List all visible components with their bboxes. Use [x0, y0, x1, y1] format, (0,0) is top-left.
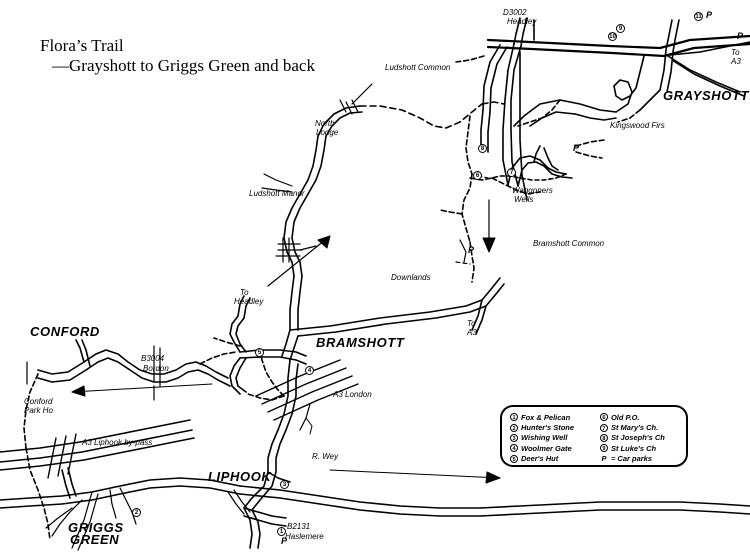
map-marker-5[interactable]: 5: [255, 348, 264, 357]
road-label-d3002: D3002: [503, 8, 527, 17]
place-label-waggoners: Waggoners: [512, 186, 553, 195]
town-label-green: GREEN: [70, 532, 120, 547]
legend-item-st-marys-ch: 7 St Mary's Ch.: [599, 422, 686, 433]
title-line-2: —Grayshott to Griggs Green and back: [52, 56, 315, 75]
place-label-kingswood-firs: Kingswood Firs: [610, 121, 665, 130]
map-marker-7[interactable]: 7: [507, 168, 516, 177]
legend-item-wishing-well: 3 Wishing Well: [510, 433, 600, 443]
legend-item-st-lukes-ch: 9 St Luke's Ch: [599, 443, 686, 453]
legend-item-st-josephs-ch: 8 St Joseph's Ch: [599, 433, 686, 443]
place-label-park-ho: Park Ho: [24, 406, 53, 415]
town-label-griggs: GRIGGS: [68, 520, 124, 535]
legend-label-2: Hunter's Stone: [521, 423, 575, 433]
car-park-symbol-bramshott-common: P: [468, 245, 475, 255]
legend-item-hunters-stone: 2 Hunter's Stone: [510, 422, 600, 432]
legend-label-3: Wishing Well: [521, 433, 568, 443]
map-marker-2[interactable]: 2: [132, 508, 141, 517]
map-marker-10[interactable]: 10: [608, 32, 617, 41]
road-label-bordon: Bordon: [143, 364, 169, 373]
map-marker-8[interactable]: 8: [478, 144, 487, 153]
road-label-a3-bypass: A3 Liphook by-pass: [82, 438, 153, 447]
map-marker-1[interactable]: 1: [277, 527, 286, 536]
place-label-ludshott-common: Ludshott Common: [385, 63, 451, 72]
legend-item-old-po: 6 Old P.O.: [599, 412, 686, 422]
car-park-symbol-waggoners: P: [573, 143, 580, 153]
legend-item-woolmer-gate: 4 Woolmer Gate: [510, 443, 600, 453]
legend-label-7: St Mary's Ch.: [610, 423, 659, 433]
legend-marker-3: 3: [510, 433, 518, 442]
legend-item-fox-and-pelican: 1 Fox & Pelican: [510, 412, 600, 422]
map-marker-9[interactable]: 9: [616, 24, 625, 33]
road-label-to-headley: To: [240, 288, 249, 297]
road-label-to-a3: To: [467, 319, 476, 328]
legend-item-deers-hut: 5 Deer's Hut: [510, 454, 600, 464]
legend-label-4: Woolmer Gate: [521, 443, 572, 453]
place-label-lodge: Lodge: [316, 128, 339, 137]
legend-column-left: 1 Fox & Pelican 2 Hunter's Stone 3 Wishi…: [510, 412, 600, 465]
town-label-bramshott: BRAMSHOTT: [316, 335, 405, 350]
road-label-a3-top: A3: [731, 57, 741, 66]
road-label-b2131: B2131: [287, 522, 311, 531]
legend-marker-1: 1: [510, 413, 518, 422]
legend-marker-car-park: P: [601, 453, 607, 463]
place-label-conford-park: Conford: [24, 397, 53, 406]
place-label-wells: Wells: [514, 195, 534, 204]
road-label-b3004: B3004: [141, 354, 165, 363]
legend-column-right: 6 Old P.O. 7 St Mary's Ch. 8 St Joseph's…: [599, 412, 686, 465]
map-marker-6[interactable]: 6: [473, 171, 482, 180]
town-label-conford: CONFORD: [30, 324, 100, 339]
road-label-to-top: To: [731, 48, 740, 57]
car-park-symbol-grayshott-north: P: [706, 10, 713, 20]
legend-label-5: Deer's Hut: [521, 454, 559, 464]
legend-label-1: Fox & Pelican: [521, 412, 571, 422]
legend-box: 1 Fox & Pelican 2 Hunter's Stone 3 Wishi…: [500, 405, 688, 467]
place-label-bramshott-common: Bramshott Common: [533, 239, 605, 248]
legend-marker-6: 6: [599, 413, 608, 422]
road-label-headley-top: Headley: [507, 17, 537, 26]
legend-label-car-parks: = Car parks: [610, 454, 653, 464]
legend-item-car-parks: P = Car parks: [600, 454, 686, 464]
title-line-1: Flora’s Trail: [40, 36, 124, 55]
legend-marker-8: 8: [599, 433, 608, 442]
car-park-symbol-grayshott-east: P: [737, 31, 744, 41]
legend-label-9: St Luke's Ch: [610, 443, 657, 453]
legend-marker-2: 2: [510, 423, 518, 432]
road-label-a3-mid: A3: [467, 328, 477, 337]
place-label-ludshott-manor: Ludshott Manor: [249, 189, 305, 198]
legend-marker-5: 5: [510, 454, 518, 463]
map-marker-4[interactable]: 4: [305, 366, 314, 375]
road-label-headley-mid: Headley: [234, 297, 264, 306]
place-label-downlands: Downlands: [391, 273, 431, 282]
legend-label-6: Old P.O.: [610, 412, 640, 422]
road-label-a3-london: A3 London: [333, 390, 372, 399]
legend-marker-4: 4: [510, 444, 518, 453]
legend-label-8: St Joseph's Ch: [610, 433, 665, 443]
road-label-r-wey: R. Wey: [312, 452, 339, 461]
car-park-symbol-liphook: P: [281, 536, 288, 546]
map-marker-11[interactable]: 11: [694, 12, 703, 21]
road-label-haslemere: Haslemere: [285, 532, 324, 541]
town-label-grayshott: GRAYSHOTT: [663, 88, 750, 103]
legend-marker-9: 9: [599, 444, 608, 453]
town-label-liphook: LIPHOOK: [208, 469, 272, 484]
map-marker-3[interactable]: 3: [280, 480, 289, 489]
legend-marker-7: 7: [599, 423, 608, 432]
place-label-north: North: [315, 119, 335, 128]
map-title: Flora’s Trail —Grayshott to Griggs Green…: [40, 36, 315, 76]
